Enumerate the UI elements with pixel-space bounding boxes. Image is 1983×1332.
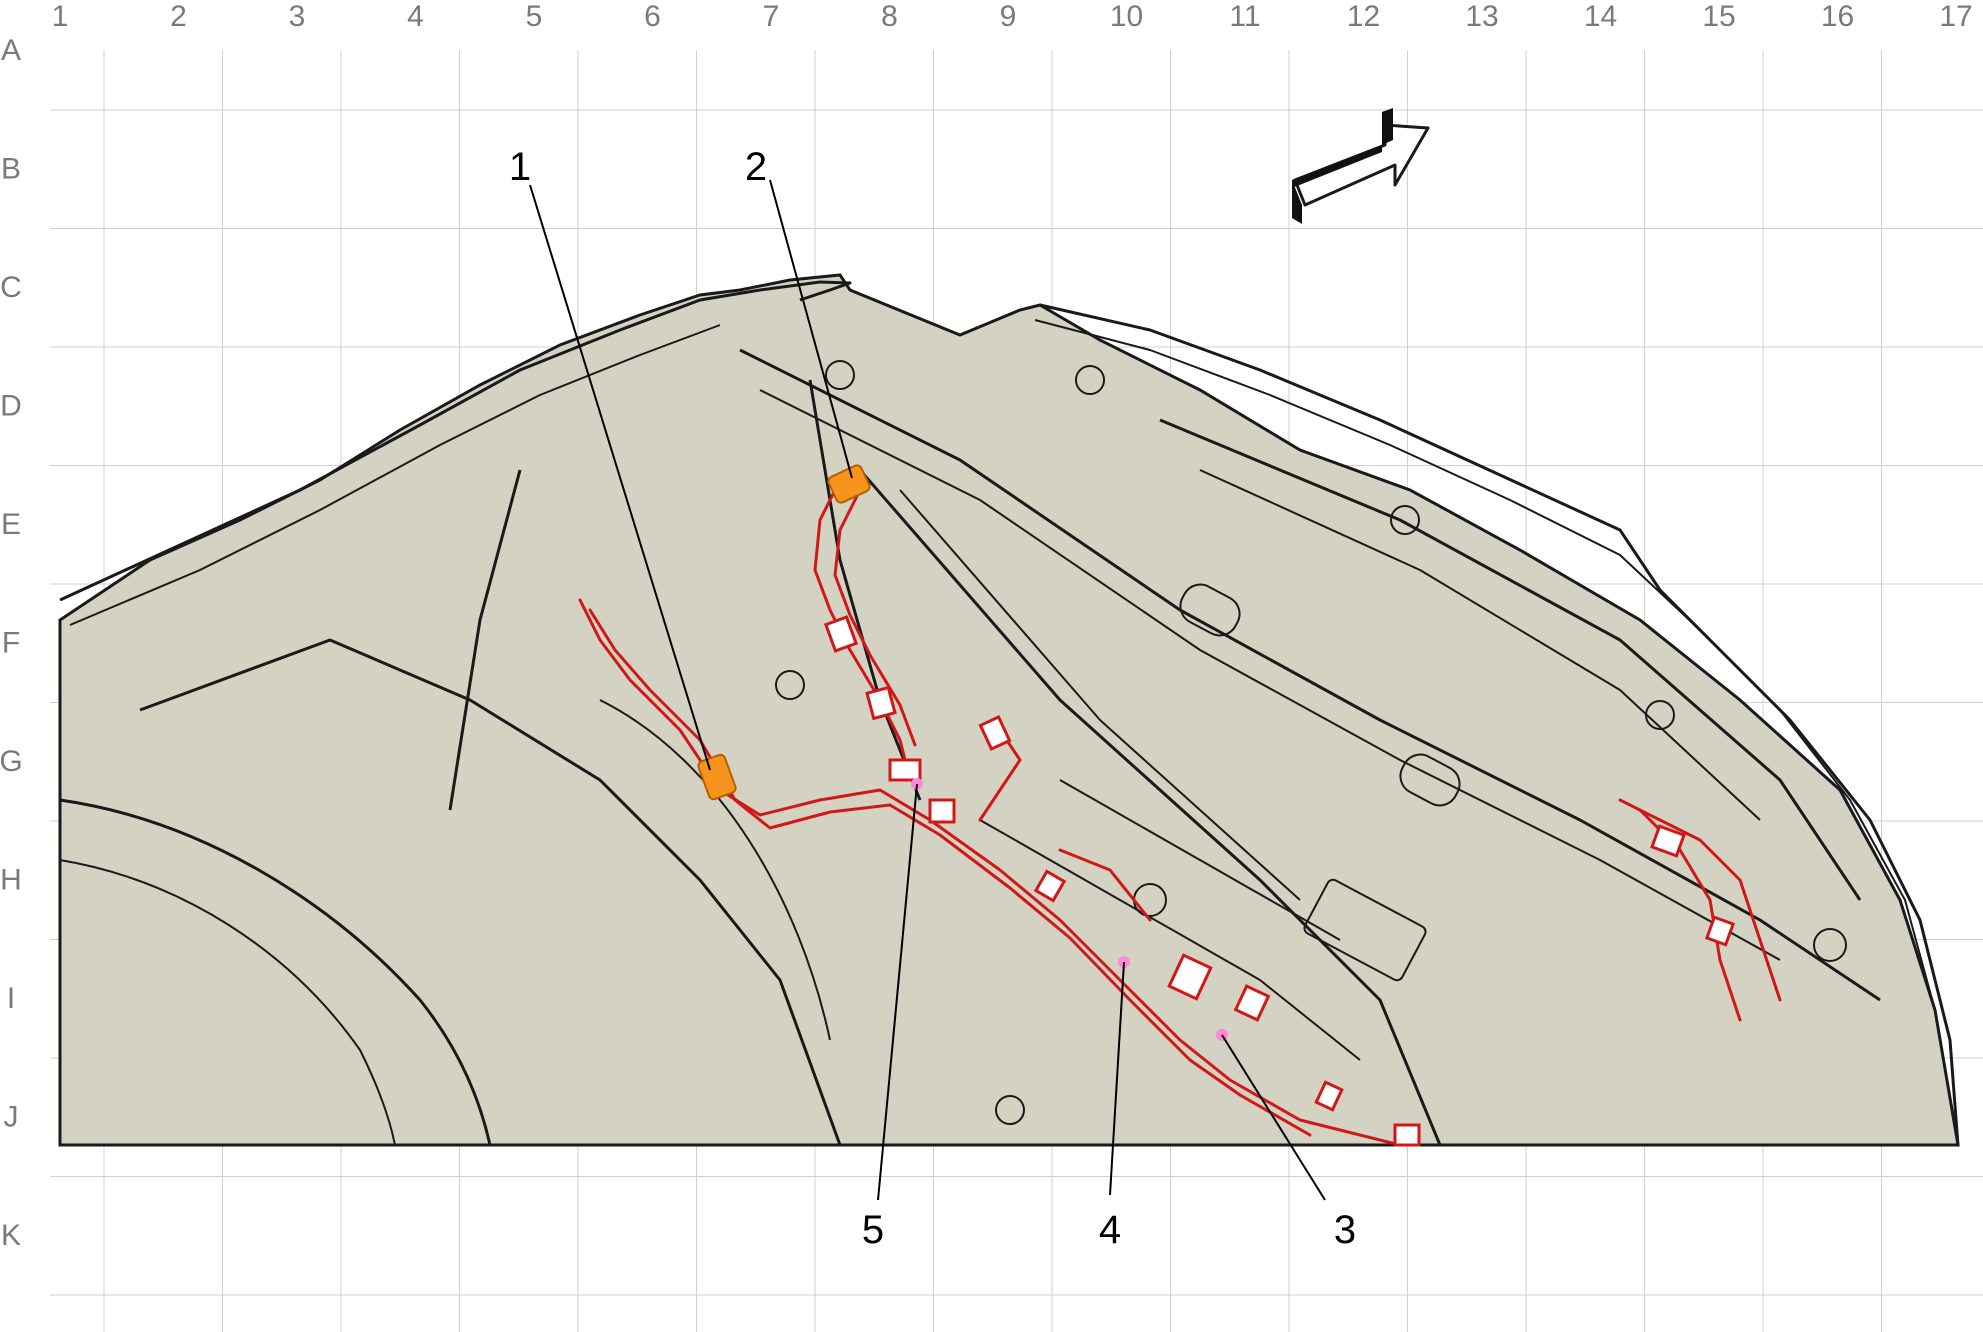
fender-arc-inner (59, 859, 396, 1146)
grid-row-label: A (1, 34, 21, 67)
harness-connector (928, 798, 956, 824)
radiator-support-bar (739, 348, 1881, 1002)
grid-column-label: 10 (1110, 0, 1143, 33)
strut-mount-left (825, 360, 855, 390)
right-rail (1159, 418, 1862, 901)
grid-row-labels: ABCDEFGHIJKL (0, 34, 23, 1252)
grid-row-label: I (7, 982, 15, 1015)
callout-labels: 1 2 3 4 5 (509, 145, 1356, 1252)
grid-column-label: 4 (407, 0, 424, 33)
leader-2 (769, 179, 853, 479)
grid-row-label: J (4, 1101, 19, 1134)
strut-mount-lower-right (1645, 700, 1675, 730)
center-rail (858, 469, 1442, 1146)
grid-column-label: 17 (1939, 0, 1972, 33)
grid-row-label: K (1, 1219, 21, 1252)
grid-column-label: 1 (52, 0, 69, 33)
harness-lower-sub (978, 728, 1022, 822)
grid-row-label: F (2, 627, 20, 660)
right-rail-inner (1199, 469, 1761, 821)
bay-hole-3 (775, 670, 805, 700)
grid-row-label: E (1, 508, 21, 541)
callout-4: 4 (1099, 1208, 1121, 1252)
grid-column-label: 5 (526, 0, 543, 33)
harness-connector (1167, 953, 1213, 1001)
connector-highlight-2 (827, 464, 871, 504)
bay-hole-1 (995, 1095, 1025, 1125)
harness-main-branch (578, 598, 1402, 1147)
grid-column-label: 7 (763, 0, 780, 33)
leader-5 (877, 783, 918, 1201)
strut-mount-far-right (1813, 928, 1847, 962)
harness-connector (1393, 1123, 1421, 1147)
leader-4 (1109, 961, 1125, 1196)
grid-column-label: 9 (1000, 0, 1017, 33)
grid-row-label: D (0, 390, 22, 423)
vehicle-front-structure (58, 273, 1960, 1147)
harness-main-branch-outer (588, 608, 1312, 1137)
callout-1: 1 (509, 145, 531, 189)
cutout-3 (1303, 878, 1427, 982)
center-rail-inner (899, 489, 1301, 901)
grid-column-label: 6 (644, 0, 661, 33)
strut-mount-center (1075, 365, 1105, 395)
harness-connector (865, 685, 897, 721)
harness-connector (1650, 824, 1686, 858)
harness-connector (888, 758, 922, 782)
bay-floor-line (979, 819, 1361, 1061)
apron-curve (599, 699, 831, 1041)
radiator-support-bar-lower (759, 389, 1781, 961)
hood-edge-left (59, 280, 852, 602)
grid-row-label: C (0, 271, 22, 304)
inner-apron (139, 638, 842, 1146)
grid-column-label: 12 (1347, 0, 1380, 33)
vertical-strut (808, 379, 922, 801)
harness-lower-sub-2 (1058, 848, 1152, 922)
callout-2: 2 (745, 145, 767, 189)
callout-5: 5 (862, 1208, 884, 1252)
harness-connector (1704, 915, 1736, 947)
left-support-strut (448, 469, 522, 811)
cutout-2 (1399, 753, 1461, 807)
grid-column-label: 16 (1821, 0, 1854, 33)
harness-connector (823, 615, 859, 653)
body-panel-fill (58, 273, 1960, 1147)
harness-connector (978, 714, 1012, 752)
callout-3: 3 (1334, 1208, 1356, 1252)
hood-inner-right (1034, 319, 1936, 1011)
grid-row-label: B (1, 153, 21, 186)
grid-column-label: 2 (170, 0, 187, 33)
harness-right-branch (1618, 798, 1782, 1002)
leader-3 (1221, 1034, 1326, 1201)
fender-arc (59, 798, 492, 1146)
strut-mount-right (1390, 505, 1420, 535)
grid-column-label: 14 (1584, 0, 1617, 33)
hood-edge-right (1039, 303, 1960, 1146)
harness-connector (1314, 1080, 1344, 1112)
harness-connector (1033, 869, 1067, 903)
hood-inner-left (69, 324, 721, 626)
grid-column-label: 3 (289, 0, 306, 33)
grid-column-label: 13 (1465, 0, 1498, 33)
grid-column-label: 15 (1702, 0, 1735, 33)
grid-column-label: 11 (1229, 0, 1260, 33)
harness-connector (1233, 984, 1271, 1022)
grid-column-label: 8 (881, 0, 898, 33)
cutout-1 (1179, 583, 1241, 637)
grid-row-label: H (0, 864, 22, 897)
forward-arrow-icon (1292, 108, 1430, 224)
bay-floor-line-2 (1059, 779, 1341, 941)
grid-row-label: G (0, 745, 23, 778)
leader-1 (529, 184, 711, 771)
callout-leaders (529, 179, 1326, 1201)
wiring-harness (578, 464, 1782, 1147)
harness-upper-branch-2 (833, 488, 917, 747)
